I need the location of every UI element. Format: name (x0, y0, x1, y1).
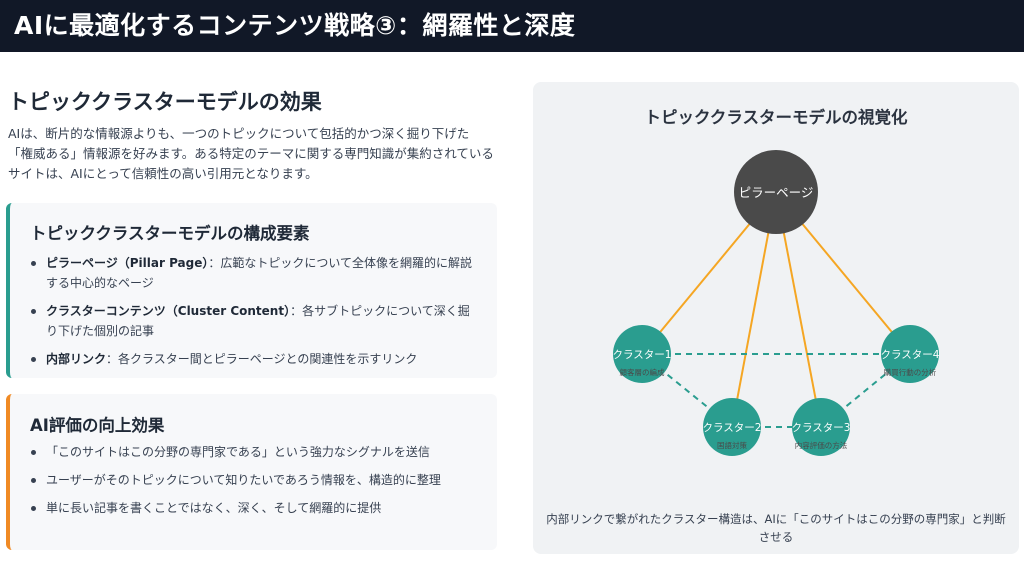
bullet-icon (31, 450, 36, 455)
cluster-node-3: クラスター3 内容評価の方法 (792, 398, 851, 456)
internal-links (641, 353, 911, 428)
term: ピラーページ（Pillar Page） (46, 256, 209, 270)
internal-link-3-4 (820, 353, 911, 428)
pillar-node: ピラーページ (734, 150, 818, 234)
cluster-node-1: クラスター1 顧客層の編成 (613, 325, 672, 383)
cluster-sub-label: 内容評価の方法 (795, 440, 848, 450)
section-title: トピッククラスターモデルの効果 (8, 90, 322, 114)
topic-cluster-diagram: ピラーページ クラスター1 顧客層の編成 クラスター2 国語対策 クラスター3 … (613, 150, 940, 456)
diagram-caption: 内部リンクで繋がれたクラスター構造は、AIに「このサイトはこの分野の専門家」と判… (546, 512, 1006, 544)
intro-paragraph: AIは、断片的な情報源よりも、一つのトピックについて包括的かつ深く掘り下げた「権… (8, 126, 494, 181)
term: 内部リンク (46, 352, 107, 366)
bullet-icon (31, 261, 36, 266)
cluster-sub-label: 購買行動の分析 (884, 367, 937, 377)
page-title: AIに最適化するコンテンツ戦略③：網羅性と深度 (14, 11, 576, 40)
components-list: ピラーページ（Pillar Page）：広範なトピックについて全体像を網羅的に解… (30, 253, 480, 377)
list-item-text: 「このサイトはこの分野の専門家である」という強力なシグナルを送信 (46, 445, 430, 459)
effects-list: 「このサイトはこの分野の専門家である」という強力なシグナルを送信 ユーザーがその… (30, 442, 480, 526)
term: クラスターコンテンツ（Cluster Content） (46, 304, 291, 318)
cluster-label: クラスター1 (613, 349, 672, 361)
components-card: トピッククラスターモデルの構成要素 ピラーページ（Pillar Page）：広範… (6, 203, 497, 378)
term-description: ：各クラスター間とピラーページとの関連性を示すリンク (106, 352, 418, 366)
list-item: クラスターコンテンツ（Cluster Content）：各サブトピックについて深… (30, 301, 480, 341)
list-item: ピラーページ（Pillar Page）：広範なトピックについて全体像を網羅的に解… (30, 253, 480, 293)
list-item: 内部リンク：各クラスター間とピラーページとの関連性を示すリンク (30, 349, 480, 369)
bullet-icon (31, 357, 36, 362)
bullet-icon (31, 506, 36, 511)
internal-link-1-2 (641, 353, 733, 428)
cluster-label: クラスター3 (792, 422, 851, 434)
cluster-node-4: クラスター4 購買行動の分析 (881, 325, 940, 383)
list-item-text: ユーザーがそのトピックについて知りたいであろう情報を、構造的に整理 (46, 473, 441, 487)
components-card-title: トピッククラスターモデルの構成要素 (30, 224, 310, 243)
list-item-text: 単に長い記事を書くことではなく、深く、そして網羅的に提供 (46, 501, 382, 515)
pillar-label: ピラーページ (739, 185, 814, 200)
bullet-icon (31, 309, 36, 314)
diagram-panel: トピッククラスターモデルの視覚化 ピラーページ クラスター1 顧客層の編成 クラ… (533, 82, 1019, 554)
cluster-label: クラスター2 (703, 422, 762, 434)
cluster-node-2: クラスター2 国語対策 (703, 398, 762, 456)
term-description: ：広範なトピックについて全体像を網羅的に解説する中心的なページ (46, 256, 473, 290)
term-description: ：各サブトピックについて深く掘り下げた個別の記事 (46, 304, 470, 338)
list-item: ユーザーがそのトピックについて知りたいであろう情報を、構造的に整理 (30, 470, 480, 490)
diagram-title: トピッククラスターモデルの視覚化 (644, 108, 908, 127)
cluster-sub-label: 国語対策 (717, 440, 747, 450)
effects-card-title: AI評価の向上効果 (30, 416, 165, 435)
cluster-label: クラスター4 (881, 349, 940, 361)
list-item: 単に長い記事を書くことではなく、深く、そして網羅的に提供 (30, 498, 480, 518)
bullet-icon (31, 478, 36, 483)
list-item: 「このサイトはこの分野の専門家である」という強力なシグナルを送信 (30, 442, 480, 462)
page-header: AIに最適化するコンテンツ戦略③：網羅性と深度 (0, 0, 1024, 52)
effects-card: AI評価の向上効果 「このサイトはこの分野の専門家である」という強力なシグナルを… (6, 394, 497, 550)
cluster-sub-label: 顧客層の編成 (620, 367, 665, 377)
